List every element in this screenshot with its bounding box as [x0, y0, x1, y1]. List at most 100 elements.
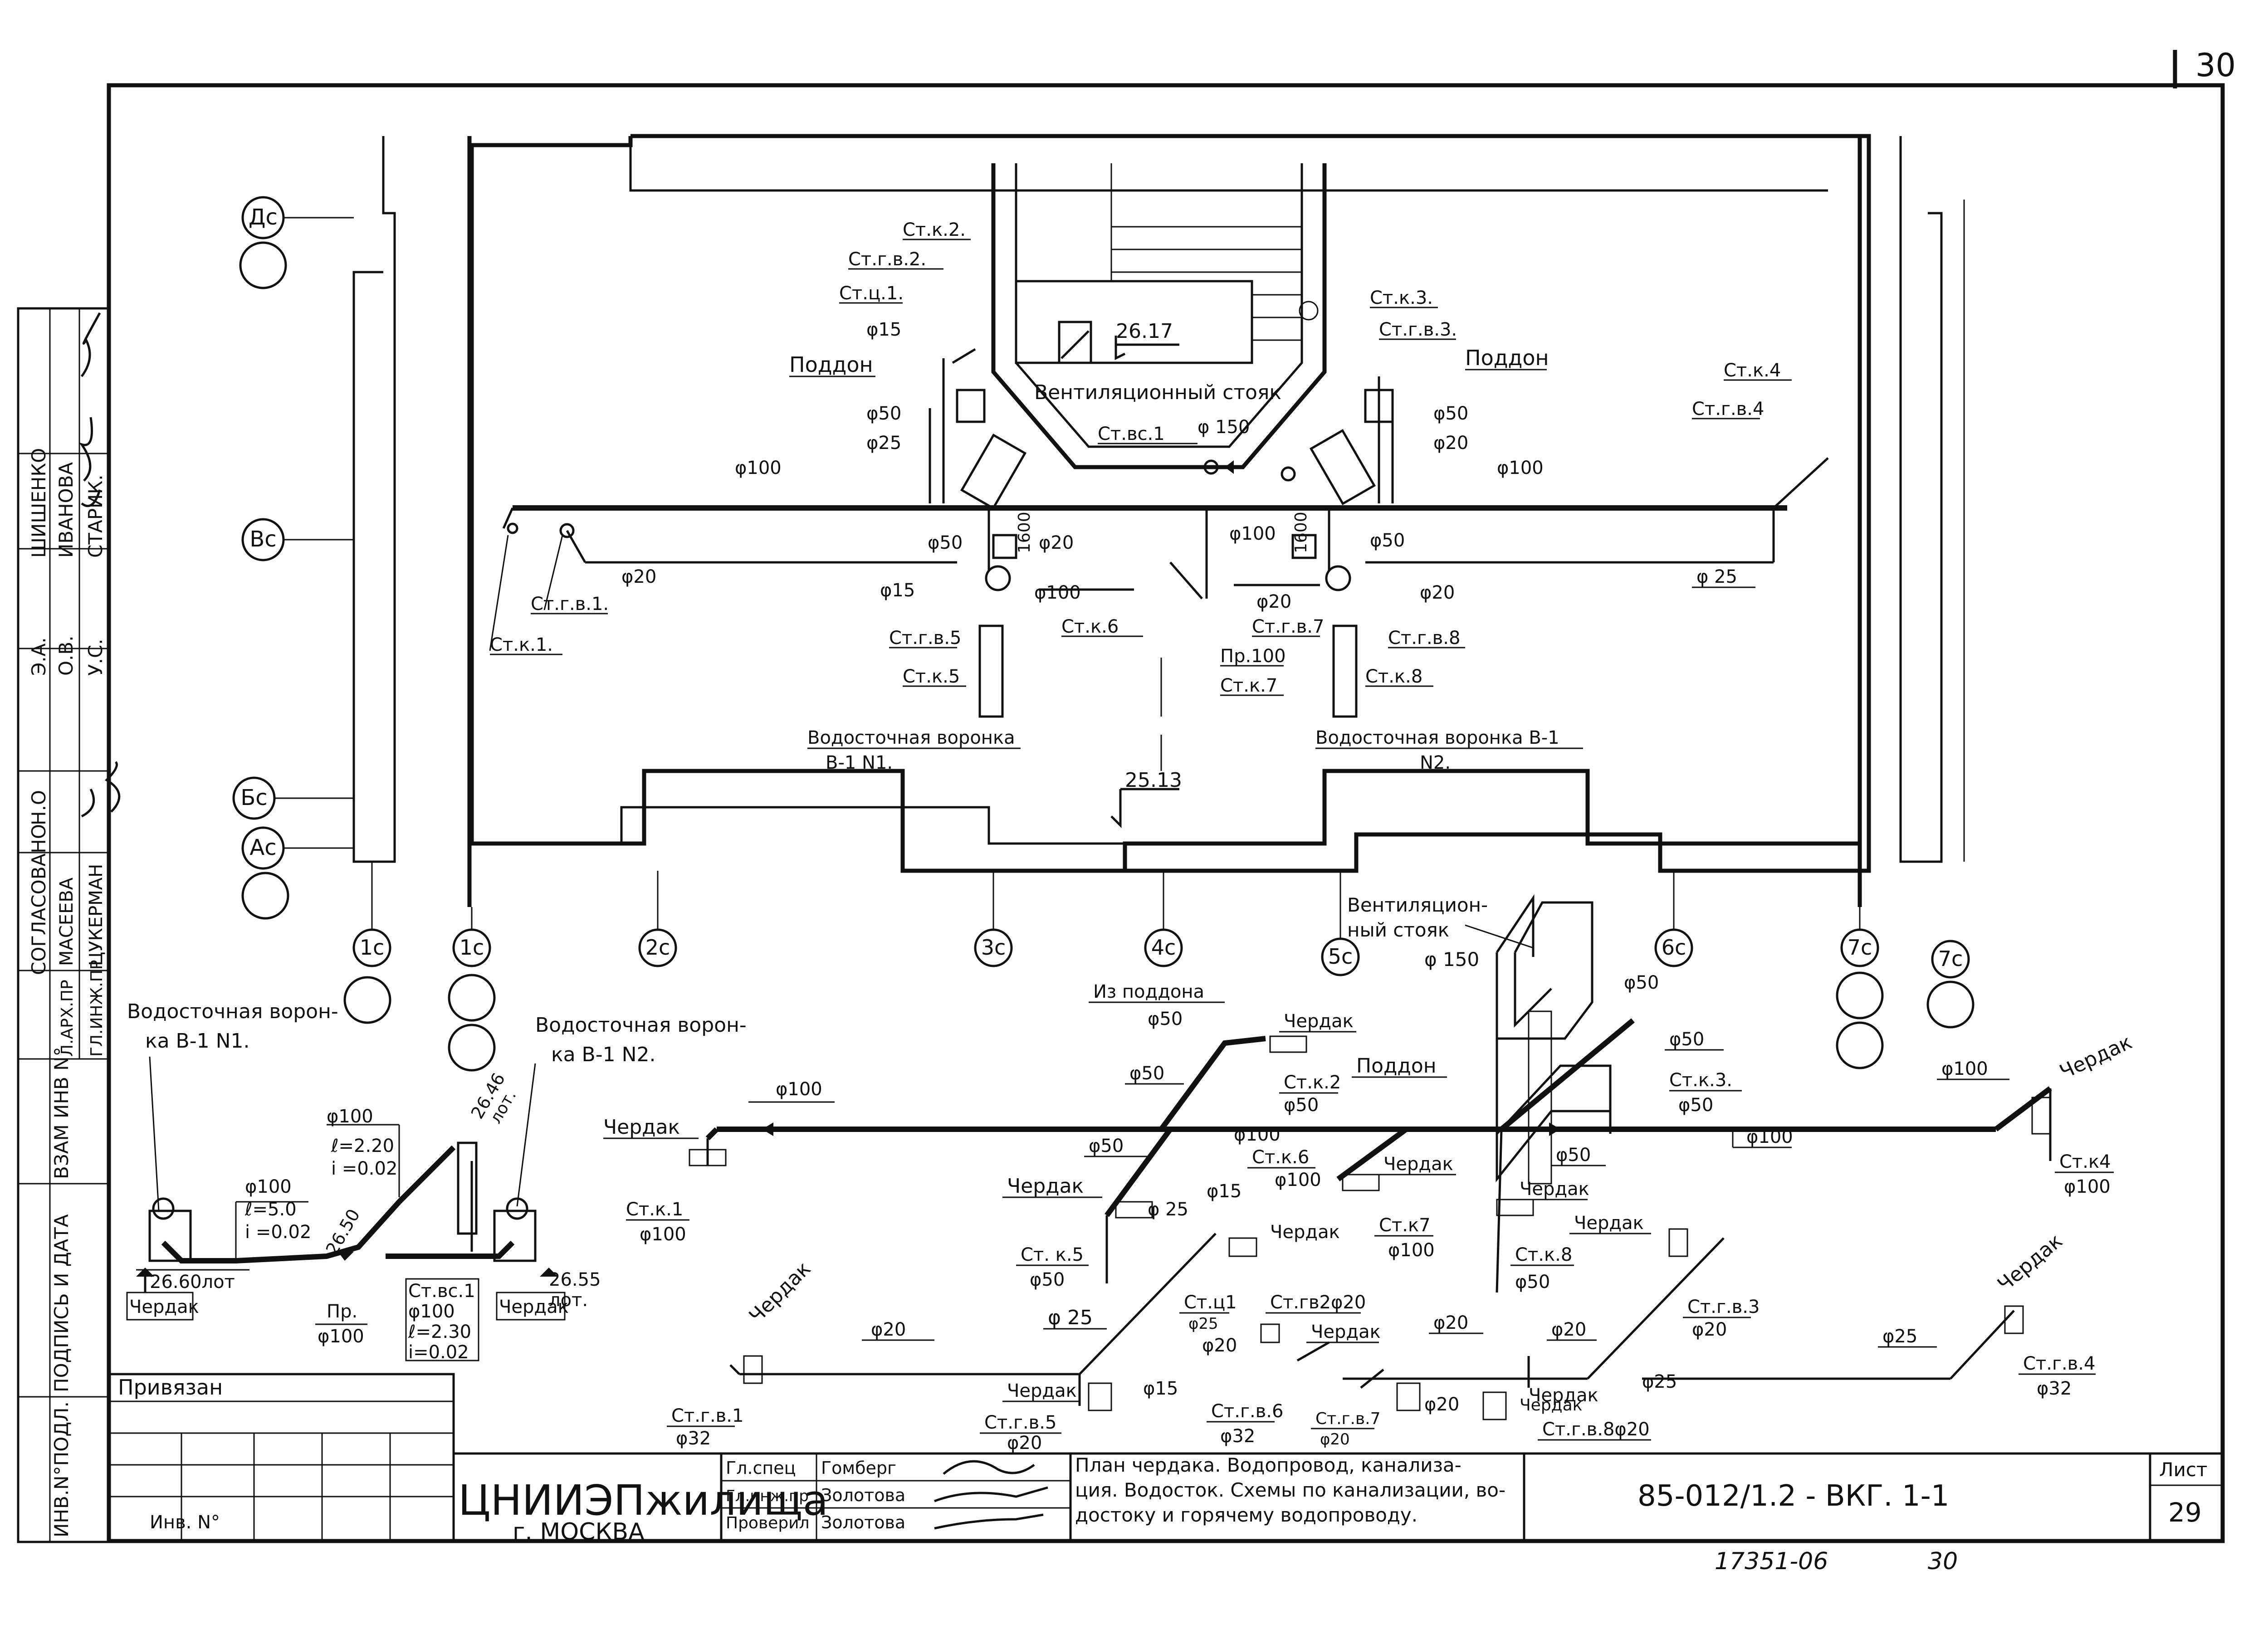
sewer-cherdak-k6: Чердак	[1383, 1154, 1453, 1175]
tb-signatures	[934, 1460, 1048, 1530]
label-d25-b: φ 25	[1696, 566, 1737, 587]
title-block: Привязан Инв. N° ЦНИИЭПжилища г. МОСКВА …	[108, 1373, 2224, 1575]
hw-d25-b: φ 25	[1048, 1306, 1093, 1329]
storm-funnel1-a: Водосточная ворон-	[127, 1000, 338, 1023]
hw-cherdak-c: Чердак	[745, 1257, 816, 1328]
hw-stgv4: Ст.г.в.4	[2023, 1353, 2095, 1374]
label-d50-d: φ50	[1370, 530, 1405, 551]
storm-d100-a: φ100	[327, 1106, 373, 1127]
stamp-podpis: ПОДПИСЬ И ДАТА	[50, 1214, 73, 1392]
storm-d100-b: φ100	[245, 1176, 292, 1197]
storm-l50: ℓ=5.0	[244, 1199, 297, 1220]
label-pallet-left: Поддон	[789, 352, 873, 377]
hw-d25-c: φ25	[1188, 1315, 1218, 1333]
sewer-stk5: Ст. к.5	[1021, 1244, 1084, 1265]
axis-col-6c: 6с	[1662, 935, 1686, 960]
storm-l230: ℓ=2.30	[408, 1322, 471, 1342]
label-stk4: Ст.к.4	[1724, 360, 1781, 381]
stamp-ov: О.В.	[55, 635, 77, 676]
sewer-cherdak-k1: Чердак	[603, 1116, 680, 1139]
label-stgv3: Ст.г.в.3.	[1379, 319, 1457, 340]
label-vent-dia: φ 150	[1198, 417, 1250, 438]
hw-stgv5: Ст.г.в.5	[984, 1412, 1056, 1433]
sewer-cherdak-k5: Чердак	[1007, 1175, 1084, 1198]
vent-dia: φ 150	[1424, 948, 1479, 971]
storm-i002-c: i=0.02	[408, 1342, 469, 1363]
label-d100-right: φ100	[1497, 458, 1544, 478]
tb-title-3: достоку и горячему водопроводу.	[1075, 1504, 1418, 1526]
axis-row-B: Бс	[240, 785, 267, 810]
tb-privyazan: Привязан	[118, 1375, 223, 1400]
storm-funnel2-b: ка В-1 N2.	[551, 1043, 655, 1066]
axis-row-D: Дс	[249, 205, 278, 230]
storm-2660: 26.60лот	[150, 1272, 235, 1293]
hw-d20-f: φ20	[1007, 1433, 1042, 1454]
hw-d25-a: φ 25	[1148, 1199, 1188, 1220]
sewer-stk1: Ст.к.1	[626, 1199, 683, 1220]
sewer-stk3: Ст.к.3.	[1669, 1070, 1732, 1091]
label-stgv4: Ст.г.в.4	[1692, 399, 1764, 419]
sewer-d100-k1: φ100	[640, 1224, 686, 1245]
sewer-stk8: Ст.к.8	[1515, 1244, 1572, 1265]
hw-d15-b: φ15	[1143, 1378, 1178, 1399]
label-d15-a: φ15	[866, 319, 901, 340]
label-d50-b: φ50	[1433, 403, 1468, 424]
hw-cherdak-g: Чердак	[1007, 1380, 1077, 1401]
plan-walls	[352, 134, 1965, 907]
tb-code: 85-012/1.2 - ВКГ. 1-1	[1637, 1479, 1949, 1513]
level-bottom: 25.13	[1125, 769, 1182, 792]
label-stgv8: Ст.г.в.8	[1388, 628, 1460, 649]
hw-d25-d: φ25	[1882, 1326, 1917, 1347]
stamp-tsukerman: ЦУКЕРМАН	[86, 864, 107, 966]
tb-footer-left: 17351-06	[1715, 1548, 1828, 1575]
label-d100-c: φ100	[1229, 523, 1276, 544]
axis-col-1c-b: 1с	[459, 935, 484, 960]
label-d20-e: φ20	[1256, 591, 1291, 612]
sewer-d100-k4: φ100	[2064, 1176, 2111, 1197]
label-stk3: Ст.к.3.	[1370, 288, 1433, 308]
label-funnel2-b: N2.	[1420, 752, 1451, 773]
label-stgv5: Ст.г.в.5	[889, 628, 961, 649]
sewer-cherdak-right: Чердак	[2056, 1030, 2136, 1084]
label-d20-d: φ20	[621, 566, 656, 587]
tb-city: г. МОСКВА	[513, 1518, 645, 1546]
storm-2655: 26.55	[549, 1269, 601, 1290]
sewer-d50-a: φ50	[1129, 1063, 1164, 1084]
sewer-scheme: Из поддона φ50 Чердак Ст.к.2 φ50 φ100 Че…	[603, 972, 2136, 1293]
tb-footer-right: 30	[1928, 1548, 1958, 1575]
stamp-vzam: ВЗАМ ИНВ N°	[50, 1047, 73, 1179]
hot-water-scheme: φ15 Чердак φ 25 Чердак φ 25 φ20 Чердак С…	[667, 1181, 2096, 1454]
hw-cherdak-f: Чердак	[1529, 1385, 1598, 1406]
sewer-d100-main: φ100	[776, 1079, 822, 1100]
tb-role-1: Гл.спец	[726, 1458, 796, 1478]
sewer-d50-pal: φ50	[1624, 972, 1659, 993]
plan-pipes	[502, 348, 1829, 771]
hw-stc1: Ст.ц1	[1184, 1292, 1237, 1313]
hw-cherdak-d: Чердак	[1311, 1322, 1381, 1342]
hw-cherdak-a: Чердак	[1270, 1222, 1340, 1243]
storm-d100-c: φ100	[408, 1301, 455, 1322]
storm-d100-pr: φ100	[318, 1326, 364, 1347]
label-1600-b: 1600	[1292, 512, 1310, 553]
storm-stvs1: Ст.вс.1	[408, 1281, 475, 1302]
hw-d15-a: φ15	[1207, 1181, 1242, 1202]
level-top: 26.17	[1116, 320, 1173, 343]
label-stgv1: Ст.г.в.1.	[531, 594, 609, 615]
stamp-shishenko: ШИШЕНКО	[28, 448, 50, 558]
tb-org: ЦНИИЭПжилища	[458, 1476, 828, 1525]
hw-stgv3: Ст.г.в.3	[1687, 1297, 1760, 1317]
axis-col-7c-a: 7с	[1848, 935, 1872, 960]
hw-cherdak-h: Чердак	[1520, 1396, 1582, 1415]
tb-name-1: Гомберг	[821, 1458, 896, 1478]
stamp-us: У.С.	[84, 639, 107, 676]
axis-col-5c: 5с	[1328, 944, 1353, 969]
hw-stgv1: Ст.г.в.1	[671, 1405, 743, 1426]
sewer-d100-right: φ100	[1941, 1058, 1988, 1079]
label-pallet-right: Поддон	[1465, 346, 1549, 370]
sewer-d50-k2: φ50	[1284, 1095, 1319, 1116]
sewer-d100-k6: φ100	[1275, 1170, 1321, 1190]
label-stc1: Ст.ц.1.	[839, 283, 904, 304]
sewer-d50-k8: φ50	[1515, 1272, 1550, 1293]
signature-marks-2	[81, 761, 121, 818]
